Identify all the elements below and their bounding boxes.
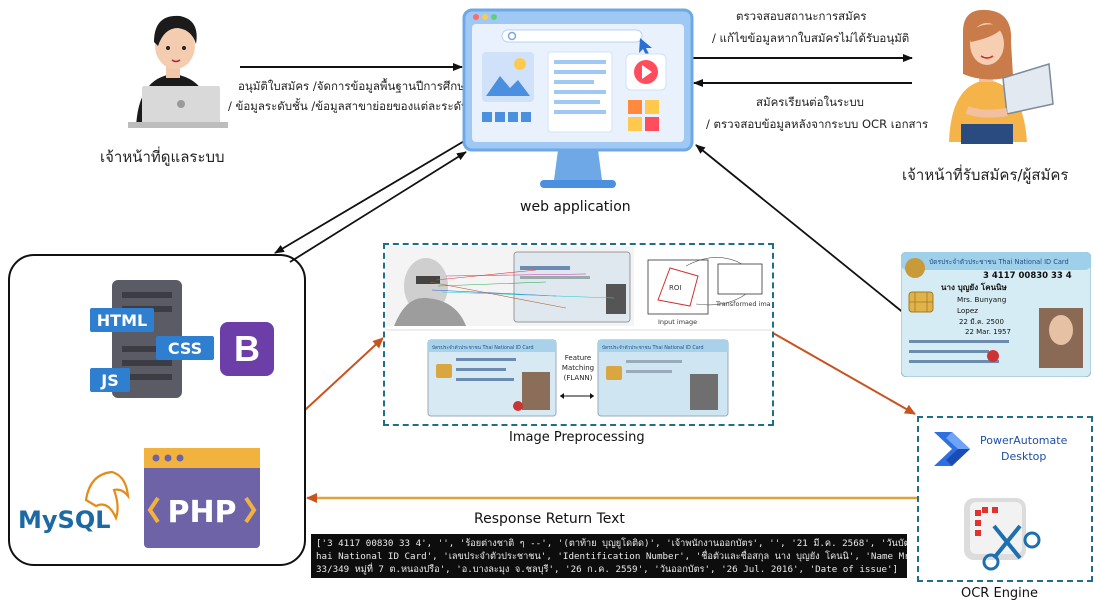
id-card-lastname: Lopez: [957, 306, 978, 315]
id-card-name-en: Mrs. Bunyang: [957, 295, 1006, 304]
arrow-idcard-to-app: [695, 144, 906, 315]
applicant-send-text-1: สมัครเรียนต่อในระบบ: [756, 95, 864, 109]
admin-action-text-2: / ข้อมูลระดับชั้น /ข้อมูลสาขาย่อยของแต่ล…: [228, 99, 485, 113]
image-preprocessing-label: Image Preprocessing: [509, 430, 645, 445]
web-app-label: web application: [520, 199, 631, 215]
arrow-app-to-techstack: [274, 139, 467, 254]
mysql-text: MySQL: [18, 506, 111, 534]
feature-matching-text-3: (FLANN): [564, 374, 593, 382]
applicant-receive-text-2: / แก้ไขข้อมูลหากใบสมัครไม่ได้รับอนุมัติ: [712, 31, 910, 45]
admin-person-illustration: [128, 15, 228, 128]
applicant-send-text-2: / ตรวจสอบข้อมูลหลังจากระบบ OCR เอกสาร: [706, 117, 929, 131]
css-text: CSS: [168, 339, 202, 358]
ocr-engine-label: OCR Engine: [961, 586, 1039, 601]
html-text: HTML: [97, 311, 147, 330]
id-card-dob-en: 22 Mar. 1957: [965, 328, 1011, 336]
tech-stack-box: [8, 254, 306, 566]
arrow-preprocessing-to-ocr: [772, 332, 916, 415]
feature-matching-text-1: Feature: [565, 354, 591, 362]
web-app-monitor-illustration: [462, 8, 694, 188]
id-card-name-th: นาง บุญยัง โคนนิษ: [941, 282, 1008, 293]
bootstrap-letter: B: [234, 328, 260, 369]
preprocessing-figure: ROI Input image Transformed image บัตรปร…: [386, 246, 771, 417]
response-line-3: 33/349 หมู่ที่ 7 ต.หนองปรือ', 'อ.บางละมุ…: [316, 564, 899, 575]
id-card-dob-th: 22 มี.ค. 2500: [959, 318, 1004, 326]
transformed-image-text: Transformed image: [715, 300, 771, 308]
input-image-text: Input image: [658, 318, 697, 326]
response-text-block: ['3 4117 00830 33 4', '', 'ร้อยต่างชาติ …: [311, 534, 907, 578]
admin-action-text-1: อนุมัติใบสมัคร /จัดการข้อมูลพื้นฐานปีการ…: [238, 79, 472, 93]
id-card-header: บัตรประจำตัวประชาชน Thai National ID Car…: [929, 258, 1069, 266]
arrow-techstack-to-app: [289, 151, 467, 263]
php-text: PHP: [167, 495, 236, 530]
html-css-js-icon: HTML CSS JS: [90, 280, 214, 398]
card-header-left: บัตรประจำตัวประชาชน Thai National ID Car…: [432, 345, 534, 351]
applicant-person-illustration: [949, 9, 1054, 144]
applicant-label: เจ้าหน้าที่รับสมัคร/ผู้สมัคร: [902, 166, 1069, 184]
power-automate-text-2: Desktop: [1001, 450, 1047, 463]
bootstrap-icon: B: [220, 322, 274, 376]
power-automate-text-1: PowerAutomate: [980, 434, 1068, 447]
card-header-right: บัตรประจำตัวประชาชน Thai National ID Car…: [602, 345, 704, 351]
power-automate-icon: [934, 432, 970, 466]
thai-id-card: บัตรประจำตัวประชาชน Thai National ID Car…: [901, 252, 1091, 377]
arrow-techstack-to-preprocessing: [304, 337, 384, 411]
response-label: Response Return Text: [474, 511, 625, 527]
applicant-receive-text-1: ตรวจสอบสถานะการสมัคร: [736, 9, 867, 23]
mysql-icon: MySQL: [18, 470, 130, 534]
feature-matching-text-2: Matching: [562, 364, 594, 372]
response-line-1: ['3 4117 00830 33 4', '', 'ร้อยต่างชาติ …: [316, 538, 907, 549]
response-line-2: hai National ID Card', 'เลขประจำตัวประชา…: [316, 551, 907, 562]
php-icon: PHP: [144, 448, 260, 548]
js-text: JS: [100, 371, 118, 390]
id-card-number: 3 4117 00830 33 4: [983, 271, 1072, 281]
snipping-tool-icon: [964, 498, 1041, 571]
admin-label: เจ้าหน้าที่ดูแลระบบ: [100, 148, 225, 166]
roi-text: ROI: [669, 284, 681, 292]
